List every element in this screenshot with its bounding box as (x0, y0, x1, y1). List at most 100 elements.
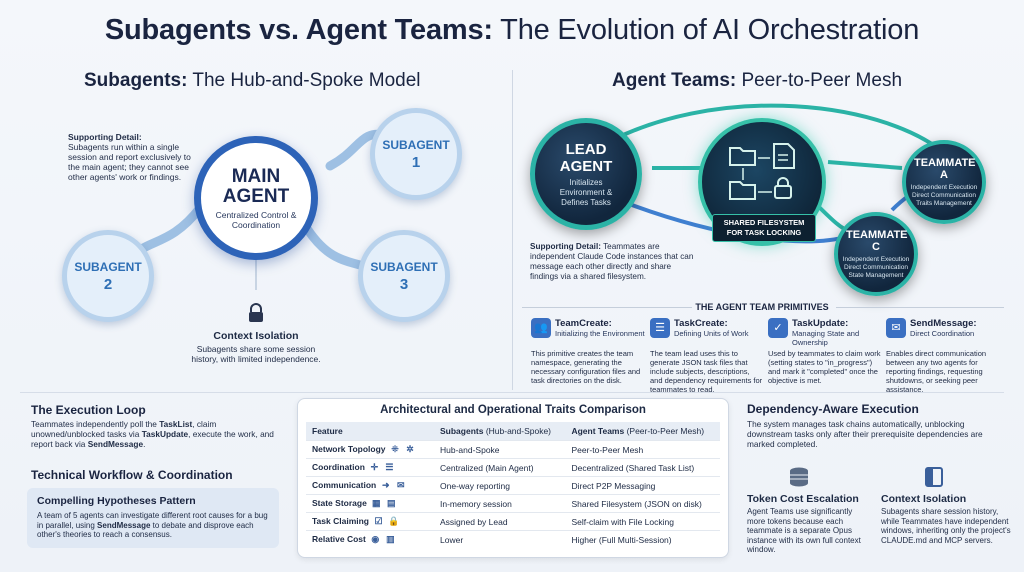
execution-loop-text: Teammates independently poll the TaskLis… (31, 419, 274, 449)
checkbox-icon: ☑ (374, 516, 383, 526)
arrow-icon: ➜ (381, 480, 390, 490)
vertical-divider (512, 70, 513, 390)
memory-chip-icon: ▦ (372, 498, 381, 508)
teammate-a-node: TEAMMATE A Independent Execution Direct … (902, 140, 986, 224)
row-subagents-value: One-way reporting (434, 476, 566, 495)
comparison-table-title: Architectural and Operational Traits Com… (380, 404, 646, 416)
row-subagents-value: Hub-and-Spoke (434, 440, 566, 459)
execution-loop-heading: The Execution Loop (31, 403, 146, 417)
subagent-number: 1 (411, 153, 421, 171)
primitive-subtitle: Direct Coordination (910, 329, 975, 338)
table-header-row: Feature Subagents (Hub-and-Spoke) Agent … (306, 422, 720, 441)
header-subagents: Subagents (Hub-and-Spoke) (434, 422, 566, 441)
coin-icon: ◉ (371, 534, 380, 545)
token-cost-heading: Token Cost Escalation (747, 493, 859, 505)
callout-text: A team of 5 agents can investigate diffe… (37, 511, 268, 539)
lock-icon (249, 303, 263, 322)
primitive-subtitle: Defining Units of Work (674, 329, 749, 338)
shared-filesystem-label: SHARED FILESYSTEM FOR TASK LOCKING (712, 214, 816, 242)
subagent-number: 2 (103, 275, 113, 293)
disk-icon: ▤ (387, 498, 396, 508)
primitives-rule-left (522, 307, 692, 308)
primitive-description: Enables direct communication between any… (886, 349, 987, 394)
dependency-text: The system manages task chains automatic… (747, 419, 983, 449)
primitive-name: SendMessage: (910, 318, 977, 329)
comparison-table: Feature Subagents (Hub-and-Spoke) Agent … (306, 422, 720, 549)
primitive-name: TaskCreate: (674, 318, 728, 329)
context-isolation-bottom-text: Subagents share session history, while T… (881, 507, 1011, 545)
primitive-name: TaskUpdate: (792, 318, 849, 329)
row-subagents-value: Centralized (Main Agent) (434, 458, 566, 477)
subagent-label: SUBAGENT (370, 259, 438, 274)
subagent-3-node: SUBAGENT 3 (358, 230, 450, 322)
header-feature: Feature (306, 422, 434, 441)
row-feature: Coordination (312, 462, 365, 472)
row-feature: Communication (312, 480, 377, 490)
task-list-icon: ☰ (650, 318, 670, 338)
teammate-c-subtitle: Independent Execution Direct Communicati… (842, 255, 910, 279)
primitive-subtitle: Managing State and Ownership (792, 329, 860, 347)
check-circle-icon: ✓ (768, 318, 788, 338)
folder-file-lock-icon (729, 143, 795, 200)
hypotheses-callout: Compelling Hypotheses Pattern A team of … (27, 488, 279, 548)
row-teams-value: Higher (Full Multi-Session) (565, 530, 720, 549)
comparison-table-card: Architectural and Operational Traits Com… (297, 398, 729, 558)
primitive-description: Used by teammates to claim work (setting… (768, 349, 881, 385)
dependency-heading: Dependency-Aware Execution (747, 402, 919, 416)
row-teams-value: Shared Filesystem (JSON on disk) (565, 494, 720, 513)
team-create-icon: 👥 (531, 318, 551, 338)
topology-hub-icon: ⁜ (391, 444, 399, 454)
main-agent-node: MAIN AGENT Centralized Control & Coordin… (194, 136, 318, 260)
main-agent-title: MAIN AGENT (222, 165, 290, 207)
subagent-label: SUBAGENT (74, 259, 142, 274)
row-teams-value: Direct P2P Messaging (565, 476, 720, 495)
row-subagents-value: In-memory session (434, 494, 566, 513)
table-row: Communication ➜ ✉ One-way reporting Direct… (306, 476, 720, 495)
horizontal-divider (20, 392, 1004, 393)
row-feature: Relative Cost (312, 534, 366, 545)
row-feature: Network Topology (312, 444, 386, 454)
coin-stack-icon: ▥ (386, 534, 395, 545)
table-row: Task Claiming ☑ 🔒 Assigned by Lead Self-cl… (306, 512, 720, 531)
lock-icon: 🔒 (388, 516, 400, 526)
message-icon: ✉ (396, 480, 405, 490)
teammate-c-title: TEAMMATE C (846, 228, 908, 253)
table-row: State Storage▦▤ In-memory session Shared… (306, 494, 720, 513)
table-row: Network Topology ⁜ ✲ Hub-and-Spoke Peer-to… (306, 440, 720, 459)
primitive-description: This primitive creates the team namespac… (531, 349, 641, 385)
lead-agent-title: LEAD AGENT (559, 140, 613, 175)
lead-agent-node: LEAD AGENT Initializes Environment & Def… (530, 118, 642, 230)
subagents-supporting-detail: Supporting Detail:Subagents run within a… (68, 132, 191, 182)
primitives-title: THE AGENT TEAM PRIMITIVES (695, 302, 829, 312)
subagent-number: 3 (399, 275, 409, 293)
row-teams-value: Peer-to-Peer Mesh (565, 440, 720, 459)
row-teams-value: Self-claim with File Locking (565, 512, 720, 531)
subagent-label: SUBAGENT (382, 137, 450, 152)
header-agent-teams: Agent Teams (Peer-to-Peer Mesh) (565, 422, 720, 441)
primitives-rule-right (836, 307, 1004, 308)
table-row: Relative Cost ◉ ▥ Lower Higher (Full Multi… (306, 530, 720, 549)
token-coins-icon (790, 467, 808, 487)
subagent-2-node: SUBAGENT 2 (62, 230, 154, 322)
teammate-c-node: TEAMMATE C Independent Execution Direct … (834, 212, 918, 296)
subagent-1-node: SUBAGENT 1 (370, 108, 462, 200)
row-feature: Task Claiming (312, 516, 369, 526)
primitive-name: TeamCreate: (555, 318, 612, 329)
task-list-icon: ☰ (385, 462, 394, 472)
primitive-subtitle: Initializing the Environment (555, 329, 645, 338)
lead-agent-subtitle: Initializes Environment & Defines Tasks (559, 177, 613, 207)
teammate-a-title: TEAMMATE A (914, 156, 976, 181)
agent-teams-supporting-detail: Supporting Detail: Teammates are indepen… (530, 242, 694, 281)
topology-mesh-icon: ✲ (406, 444, 414, 454)
row-subagents-value: Lower (434, 530, 566, 549)
teammate-a-subtitle: Independent Execution Direct Communicati… (910, 183, 978, 207)
coordination-hub-icon: ✛ (370, 462, 379, 472)
context-isolation-text: Subagents share some session history, wi… (191, 344, 321, 364)
chat-bubble-icon: ✉ (886, 318, 906, 338)
main-agent-subtitle: Centralized Control & Coordination (215, 209, 297, 230)
row-subagents-value: Assigned by Lead (434, 512, 566, 531)
primitive-description: The team lead uses this to generate JSON… (650, 349, 763, 394)
window-panel-icon (925, 467, 943, 487)
subagents-heading: Subagents: The Hub-and-Spoke Model (84, 70, 421, 91)
table-row: Coordination✛☰ Centralized (Main Agent) … (306, 458, 720, 477)
